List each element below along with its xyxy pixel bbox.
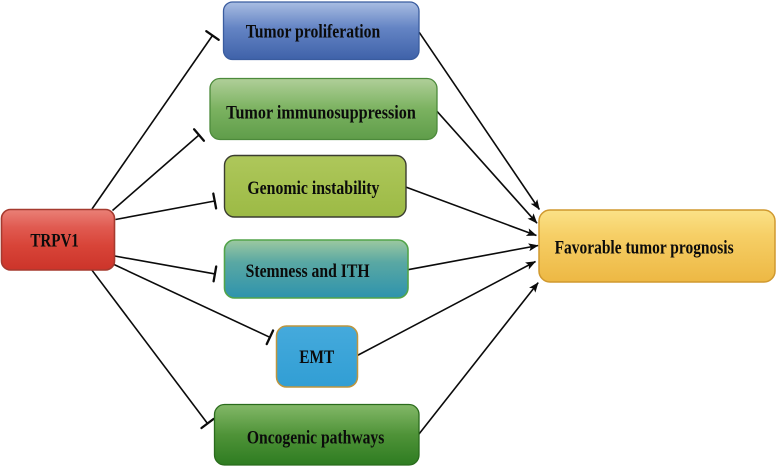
svg-text:TRPV1: TRPV1	[30, 230, 79, 251]
svg-text:Favorable tumor prognosis: Favorable tumor prognosis	[555, 238, 734, 259]
svg-text:Tumor immunosuppression: Tumor immunosuppression	[226, 102, 416, 123]
svg-text:EMT: EMT	[299, 347, 334, 368]
svg-text:Oncogenic pathways: Oncogenic pathways	[247, 428, 384, 449]
svg-text:Stemness and ITH: Stemness and ITH	[246, 261, 370, 282]
svg-text:Tumor proliferation: Tumor proliferation	[246, 22, 381, 43]
svg-text:Genomic instability: Genomic instability	[247, 178, 379, 199]
